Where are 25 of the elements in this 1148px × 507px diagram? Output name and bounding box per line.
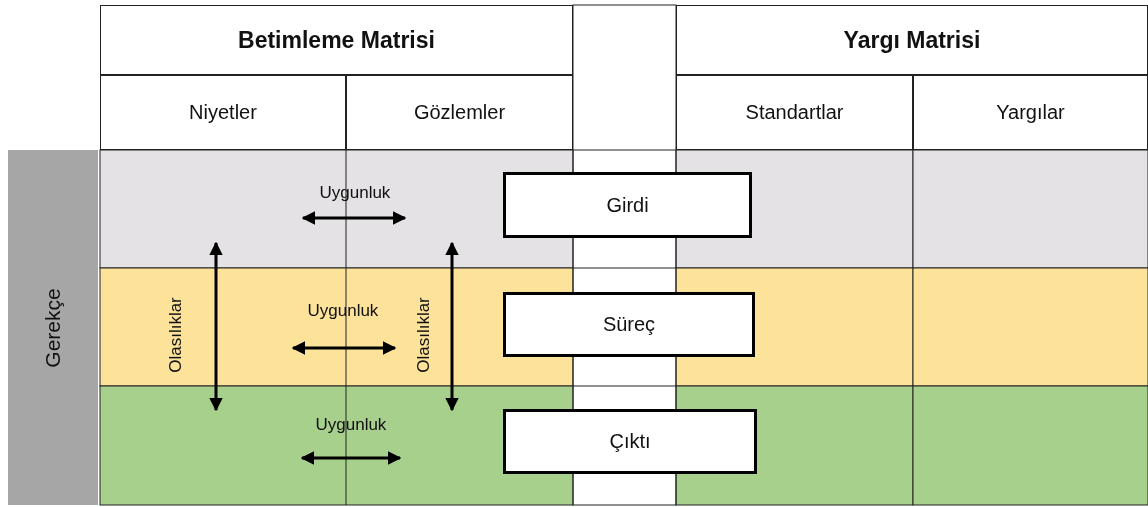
column-header <box>100 75 346 150</box>
column-header <box>913 75 1148 150</box>
side-band <box>8 150 98 505</box>
header-label: Betimleme Matrisi <box>238 26 435 54</box>
column-header <box>676 75 913 150</box>
process-box <box>503 409 757 474</box>
annotation-label: Uygunluk <box>315 415 387 435</box>
process-box <box>503 292 755 357</box>
annotation-label: Uygunluk <box>319 183 391 203</box>
annotation-label: Olasılıklar <box>413 297 434 373</box>
annotation-label: Uygunluk <box>307 301 379 321</box>
header-label: Standartlar <box>745 101 844 124</box>
box-label: Girdi <box>606 193 649 217</box>
table-header <box>676 5 1148 75</box>
box-label: Çıktı <box>609 430 651 453</box>
column-header <box>346 75 573 150</box>
header-label: Gözlemler <box>413 101 506 124</box>
box-label: Süreç <box>602 313 656 336</box>
header-label: Yargı Matrisi <box>843 26 981 54</box>
header-label: Niyetler <box>189 101 257 124</box>
table-header <box>100 5 573 75</box>
header-label: Yargılar <box>996 101 1065 124</box>
row-group-label: Gerekçe <box>41 287 65 368</box>
process-box <box>503 172 752 238</box>
annotation-label: Olasılıklar <box>165 297 186 373</box>
